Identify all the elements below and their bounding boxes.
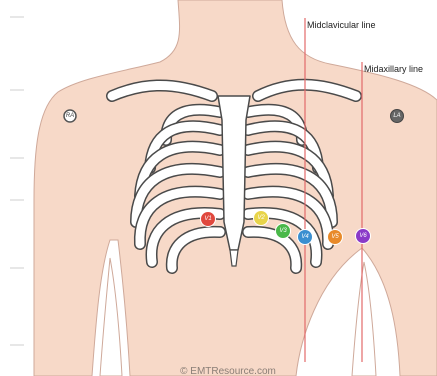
electrode-ra-label: RA <box>66 113 74 119</box>
electrode-v3: V3 <box>276 224 291 239</box>
electrode-v1-label: V1 <box>204 216 211 222</box>
electrode-la: LA <box>391 110 404 123</box>
right-armpit-gap <box>352 262 376 376</box>
electrode-v4-label: V4 <box>301 234 309 240</box>
electrode-v6-label: V6 <box>359 233 367 239</box>
watermark: © EMTResource.com <box>180 366 276 376</box>
midclavicular-label: Midclavicular line <box>307 20 376 30</box>
electrode-v3-label: V3 <box>279 228 287 234</box>
electrode-v6: V6 <box>356 229 371 244</box>
midaxillary-label: Midaxillary line <box>364 64 423 74</box>
left-armpit-gap <box>100 258 122 376</box>
electrode-la-label: LA <box>393 113 400 119</box>
electrode-ra: RA <box>64 110 76 122</box>
margin-ticks <box>10 17 24 345</box>
electrode-v2: V2 <box>254 211 269 226</box>
electrode-v1: V1 <box>201 212 216 227</box>
electrode-v5: V5 <box>328 230 343 245</box>
electrode-v4: V4 <box>298 230 313 245</box>
electrode-v5-label: V5 <box>331 234 339 240</box>
electrode-v2-label: V2 <box>257 215 265 221</box>
